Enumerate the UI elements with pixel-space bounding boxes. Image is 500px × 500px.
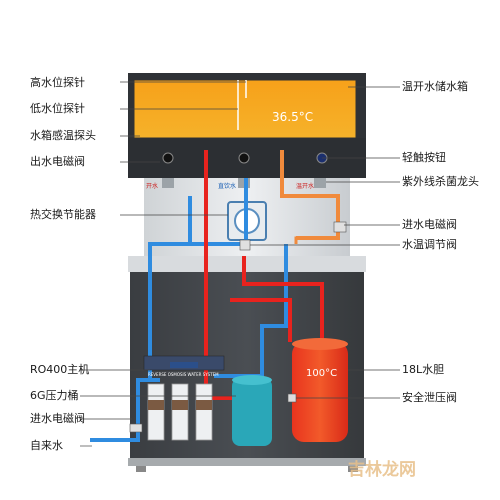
label-right-inlet-solenoid: 进水电磁阀 [402, 218, 457, 231]
ro-filter-band-2 [172, 400, 188, 410]
label-heat-exchanger: 热交换节能器 [30, 208, 96, 221]
temperature-adjust-valve [239, 239, 251, 251]
label-uv-tap: 紫外线杀菌龙头 [402, 175, 479, 188]
label-outlet-solenoid: 出水电磁阀 [30, 155, 85, 168]
right-inlet-solenoid-valve [333, 221, 347, 233]
label-pressure-tank: 6G压力桶 [30, 389, 79, 402]
base-plinth [128, 458, 366, 466]
ro-pump [170, 362, 198, 368]
button-hot[interactable] [162, 152, 174, 164]
tap-label-hot: 开水 [146, 183, 159, 190]
tap-label-direct: 直饮水 [218, 183, 237, 190]
ro-filter-2 [171, 383, 189, 441]
ro-filter-band-1 [148, 400, 164, 410]
watermark: 吉林龙网 [348, 460, 416, 480]
label-left-inlet-solenoid: 进水电磁阀 [30, 412, 85, 425]
label-boiler-18l: 18L水胆 [402, 363, 445, 376]
foot-left [136, 466, 146, 472]
pressure-tank-top [232, 375, 272, 385]
ro-filter-3 [195, 383, 213, 441]
tap-hot[interactable] [162, 178, 174, 188]
label-warm-storage-tank: 温开水储水箱 [402, 80, 468, 93]
safety-valve [287, 393, 297, 403]
pipe-warm-valve [294, 236, 336, 244]
boiler [292, 342, 348, 442]
foot-right [348, 466, 358, 472]
tank-temperature: 36.5°C [272, 110, 314, 124]
tap-label-warm: 温开水 [296, 183, 315, 190]
pipe-hot-mid [230, 298, 292, 342]
lower-cabinet-top [128, 256, 366, 272]
boiler-top [292, 338, 348, 350]
ro-brand-text: REVERSE OSMOSIS WATER SYSTEM [148, 372, 219, 377]
tap-warm[interactable] [314, 178, 326, 188]
pipe-cold-ro-riser [148, 242, 180, 380]
button-direct[interactable] [238, 152, 250, 164]
label-high-water-probe: 高水位探针 [30, 76, 85, 89]
inlet-solenoid-valve [129, 423, 143, 433]
label-touch-button: 轻触按钮 [402, 151, 446, 164]
ro-filter-1 [147, 383, 165, 441]
label-safety-valve: 安全泄压阀 [402, 391, 457, 404]
boiler-temperature: 100°C [306, 368, 338, 379]
label-low-water-probe: 低水位探针 [30, 102, 85, 115]
label-tank-temp-probe: 水箱感温探头 [30, 129, 96, 142]
ro-filter-band-3 [196, 400, 212, 410]
pressure-tank [232, 378, 272, 446]
pipe-hot-boiler [242, 256, 324, 342]
label-temp-adjust-valve: 水温调节阀 [402, 238, 457, 251]
label-tap-water: 自来水 [30, 439, 63, 452]
label-ro-host: RO400主机 [30, 363, 90, 376]
